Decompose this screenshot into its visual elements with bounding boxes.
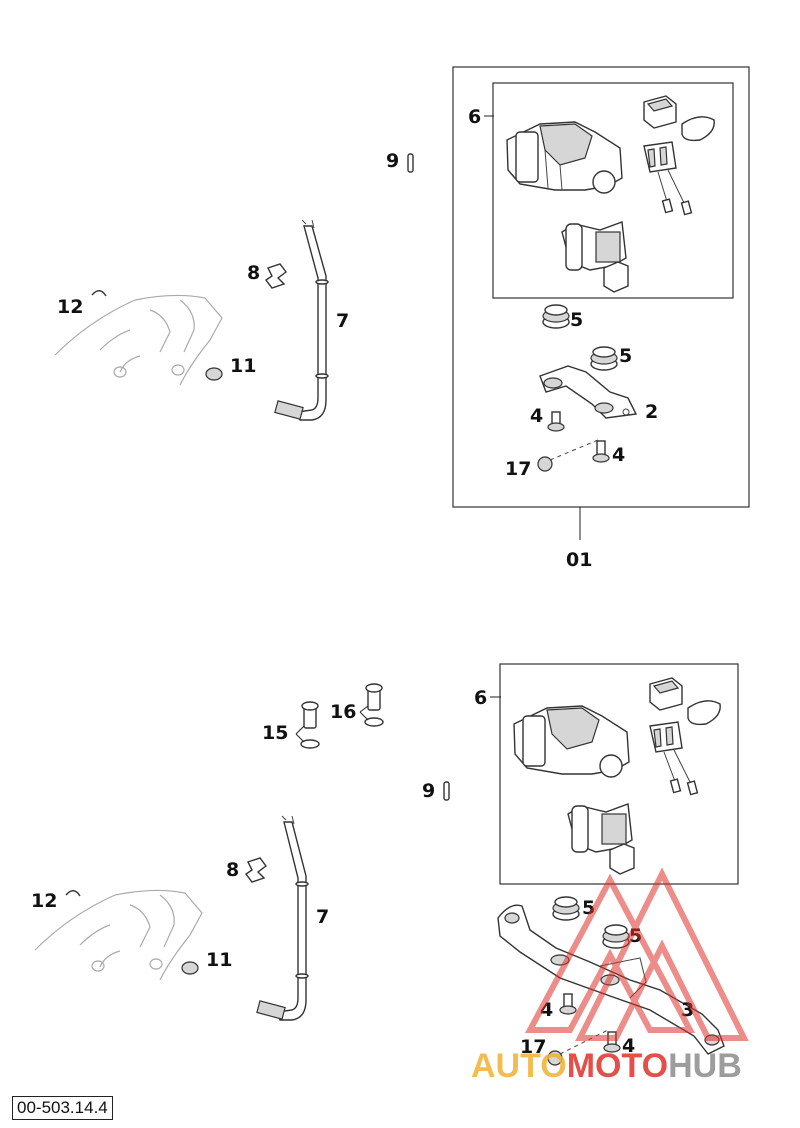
circlip: [65, 890, 81, 897]
callout-label: 7: [316, 906, 329, 928]
pin: [443, 781, 450, 801]
switch-actuator: [567, 803, 635, 875]
kit-frame: [452, 66, 750, 508]
callout-label: 12: [57, 296, 83, 318]
callout-label: 6: [468, 106, 481, 128]
switch-subframe: [492, 82, 734, 299]
callout-label: 8: [247, 262, 260, 284]
callout-label: 17: [505, 458, 531, 480]
callout-label: 16: [330, 701, 356, 723]
switch-subframe: [499, 663, 739, 885]
nut: [181, 961, 199, 975]
fork-leg-outline: [54, 294, 223, 386]
fork-leg-outline: [34, 889, 203, 981]
bolt: [537, 411, 610, 472]
connector-plug: [643, 141, 693, 216]
nut: [205, 367, 223, 381]
circlip: [91, 290, 107, 297]
callout-label: 6: [474, 687, 487, 709]
callout-label: 8: [226, 859, 239, 881]
callout-label: 17: [520, 1036, 546, 1058]
grommet: [542, 304, 618, 371]
grommet: [552, 896, 630, 949]
sheet-code-label: 00-503.14.4: [12, 1096, 113, 1120]
sensor-cable: [256, 815, 309, 1021]
cable-clip: [264, 263, 287, 289]
switch-housing: [513, 705, 630, 778]
callout-label: 12: [31, 890, 57, 912]
cable-clip: [244, 857, 267, 883]
top-assembly: 6 9 8 12 7 11 5 5 4 2 17 4 01: [54, 66, 750, 571]
callout-label: 5: [619, 345, 632, 367]
callout-label: 11: [230, 355, 256, 377]
callout-label: 4: [612, 444, 625, 466]
bracket: [539, 365, 638, 419]
connector-plug: [649, 721, 699, 796]
watermark-triangle-icon: [575, 867, 749, 1041]
pin: [407, 153, 414, 173]
watermark-triangle-icon: [525, 873, 695, 1033]
callout-label: 4: [622, 1035, 635, 1057]
switch-housing: [506, 121, 623, 194]
callout-label: 11: [206, 949, 232, 971]
watermark-logo: [525, 867, 749, 1041]
callout-label: 5: [570, 309, 583, 331]
switch-actuator: [561, 221, 629, 293]
callout-label: 9: [422, 780, 435, 802]
watermark-text: AUTOMOTOHUB: [471, 1047, 742, 1085]
display-unit: [643, 95, 715, 142]
group-label: 01: [566, 549, 592, 571]
callout-label: 4: [530, 405, 543, 427]
callout-label: 9: [386, 150, 399, 172]
callout-label: 2: [645, 401, 658, 423]
sensor-cable: [274, 219, 329, 421]
display-unit: [649, 677, 721, 726]
callout-label: 7: [336, 310, 349, 332]
callout-label: 15: [262, 722, 288, 744]
screw-with-washer: [295, 683, 384, 749]
